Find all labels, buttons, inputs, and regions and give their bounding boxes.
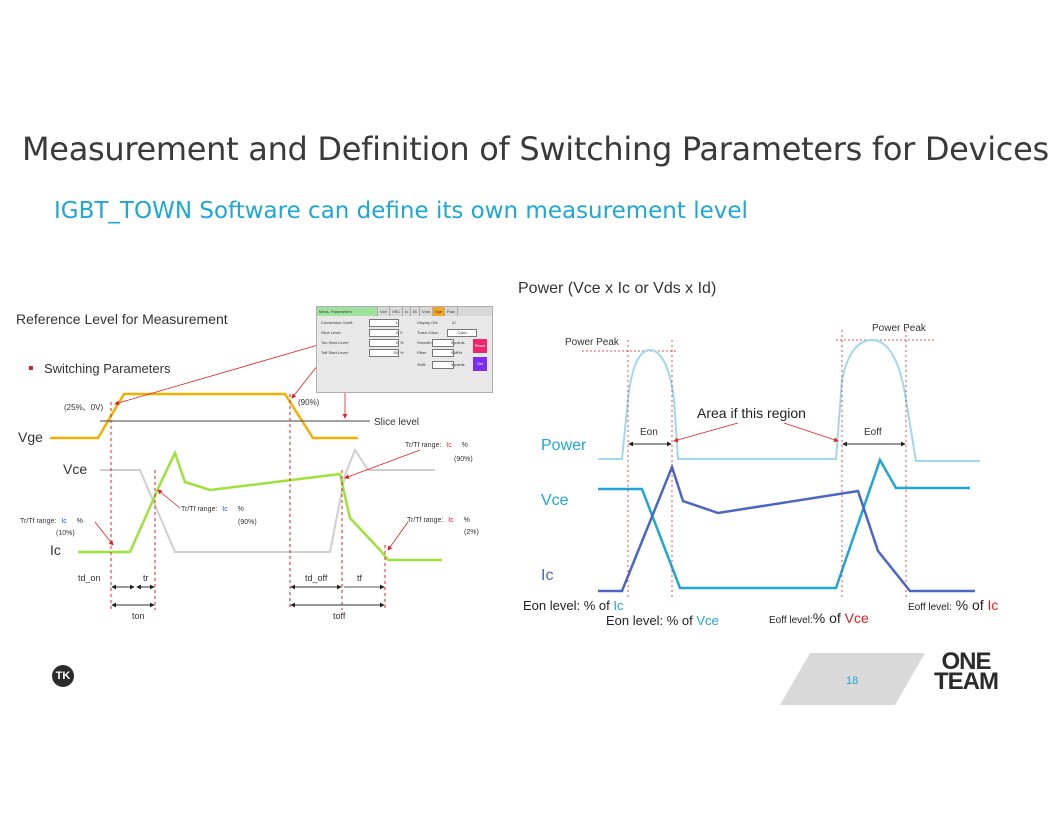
vge-label: Vge	[18, 429, 43, 445]
panel-tabs: Meas. Parameters Vce VEC Ic IE Vcin Vge …	[317, 307, 492, 316]
field-unit-filter: MHz	[454, 350, 463, 355]
power-peak-right: Power Peak	[872, 323, 927, 334]
power-label: Power	[541, 437, 587, 454]
brand-logo: ONE TEAM	[934, 648, 999, 695]
vge-waveform	[50, 392, 358, 440]
ton-label: ton	[132, 611, 145, 621]
annot-90pct-mid: (90%)	[238, 519, 257, 526]
field-unit-ton: %	[400, 340, 404, 345]
reset-button[interactable]: Reset	[473, 339, 487, 353]
field-unit-toff: %	[400, 350, 404, 355]
field-label-trace-color: Trace Color:	[417, 330, 439, 335]
eoff-label: Eoff	[864, 427, 882, 438]
eon-label: Eon	[640, 427, 658, 438]
power-waveform	[598, 338, 980, 462]
reference-markers-left	[110, 394, 386, 610]
eon-level-vce: Eon level: % of Vce	[606, 613, 719, 628]
annot-90pct-right: (90%)	[454, 456, 473, 463]
td-off-label: td_off	[305, 573, 328, 583]
annot-trtf-top-right: Tr/Tf range: Ic %	[405, 442, 468, 449]
td-on-label: td_on	[78, 573, 101, 583]
vce-waveform-left	[100, 447, 435, 553]
eoff-level-vce: Eoff level:% of Vce	[769, 610, 869, 626]
brand-line-1: ONE	[941, 648, 991, 675]
set-button[interactable]: Set	[473, 357, 487, 371]
vce-waveform-right	[598, 456, 970, 590]
tab-ic[interactable]: Ic	[403, 307, 412, 316]
tab-ie[interactable]: IE	[411, 307, 421, 316]
field-label-toff: Toff Start Level:	[321, 350, 349, 355]
field-label-filter: Filter:	[417, 350, 427, 355]
eon-level-ic: Eon level: % of Ic	[523, 598, 624, 613]
measurement-settings-panel: Meas. Parameters Vce VEC Ic IE Vcin Vge …	[316, 306, 493, 393]
slide-subtitle: IGBT_TOWN Software can define its own me…	[54, 198, 748, 224]
brand-line-2: TEAM	[934, 668, 999, 695]
tab-vec[interactable]: VEC	[390, 307, 404, 316]
field-label-ton: Ton Start Level:	[321, 340, 349, 345]
bullet-text: Switching Parameters	[44, 361, 171, 376]
field-ton-start[interactable]: 0	[369, 339, 399, 347]
power-peak-left: Power Peak	[565, 337, 620, 348]
field-trace-color[interactable]: Cyan	[447, 329, 477, 337]
ic-waveform-right	[598, 463, 975, 593]
field-display-on[interactable]: ☑	[452, 320, 456, 325]
annot-trtf-low-right: Tr/Tf range: Ic %	[407, 517, 470, 524]
toff-label: toff	[333, 611, 346, 621]
field-label-smooth: Smooth:	[417, 340, 432, 345]
field-unit-slice: V	[400, 330, 403, 335]
tab-vge[interactable]: Vge	[432, 307, 445, 316]
tf-label: tf	[357, 573, 363, 583]
field-unit-shift: points	[454, 362, 465, 367]
page-number: 18	[846, 675, 859, 687]
ic-label-left: Ic	[50, 542, 61, 558]
field-shift[interactable]: 0	[432, 361, 454, 369]
ic-waveform-left	[78, 449, 442, 562]
annot-10pct: (10%)	[56, 530, 75, 537]
tab-pow[interactable]: Pow	[445, 307, 458, 316]
annot-2pct: (2%)	[464, 529, 479, 536]
field-unit-smooth: points	[454, 340, 465, 345]
annot-25pct: (25%、0V)	[64, 403, 103, 412]
tab-vce[interactable]: Vce	[378, 307, 390, 316]
annot-trtf-mid: Tr/Tf range: Ic %	[181, 506, 244, 513]
field-label-display: Display ON:	[417, 320, 439, 325]
field-label-slice: Slice Level:	[321, 330, 342, 335]
vce-label-left: Vce	[63, 461, 87, 477]
right-heading: Power (Vce x Ic or Vds x Id)	[518, 280, 716, 297]
area-pointer-arrows	[673, 422, 839, 443]
field-filter[interactable]: 0	[432, 349, 454, 357]
tab-meas-parameters[interactable]: Meas. Parameters	[317, 307, 378, 316]
company-logo-mark: TK	[52, 665, 74, 687]
page-number-shape	[780, 653, 925, 705]
slice-level-label: Slice level	[374, 417, 419, 428]
area-label: Area if this region	[697, 405, 806, 421]
timing-arrows-left	[111, 584, 385, 608]
field-conversion[interactable]: 1	[369, 319, 399, 327]
field-label-shift: Shift:	[417, 362, 427, 367]
annot-trtf-left: Tr/Tf range: Ic %	[20, 518, 83, 525]
field-slice-level[interactable]: 0	[369, 329, 399, 337]
annot-90pct-top: (90%)	[298, 398, 320, 407]
bullet-marker	[29, 366, 33, 370]
ic-label-right: Ic	[541, 567, 553, 584]
eoff-level-ic: Eoff level: % of Ic	[908, 597, 998, 613]
field-smooth[interactable]: 0	[432, 339, 454, 347]
field-toff-start[interactable]: 50	[369, 349, 399, 357]
tr-label: tr	[143, 573, 149, 583]
field-label-conversion: Conversion Coeff.:	[321, 320, 355, 325]
left-heading: Reference Level for Measurement	[16, 311, 228, 327]
reference-markers-right	[627, 330, 907, 600]
slide-title: Measurement and Definition of Switching …	[22, 130, 1049, 168]
vce-label-right: Vce	[541, 492, 569, 509]
tab-vcin[interactable]: Vcin	[420, 307, 433, 316]
